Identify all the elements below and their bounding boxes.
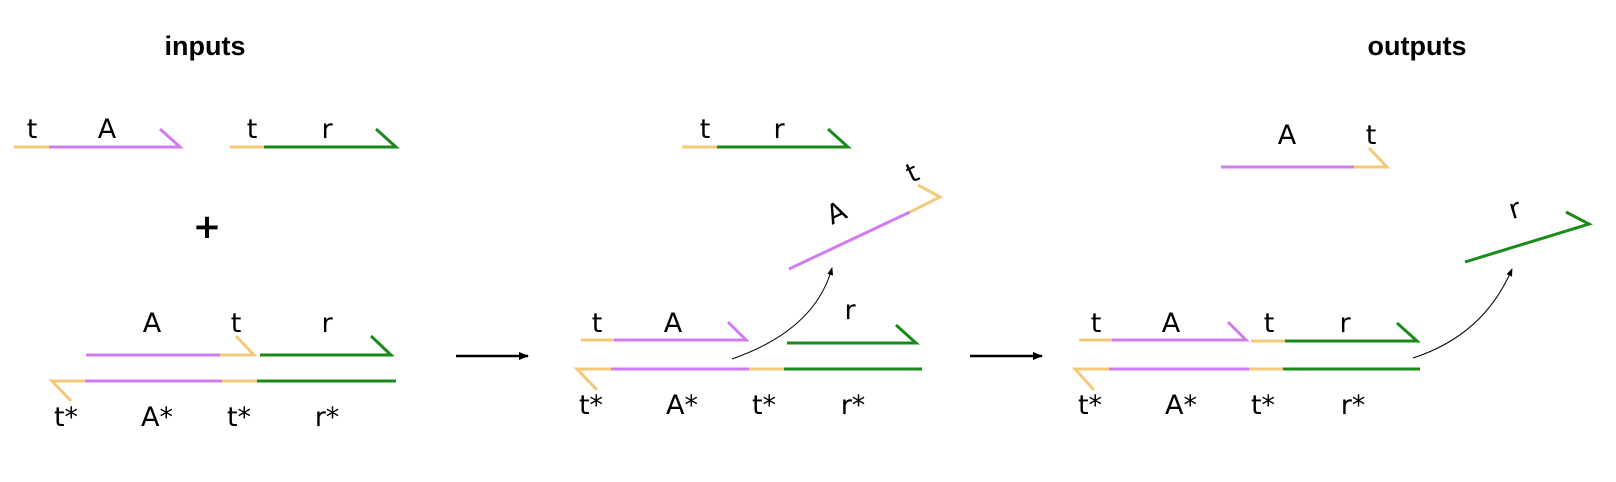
outputs-heading: outputs [1368,31,1467,61]
signal-label: A [822,195,852,231]
output-comp-label: r* [315,402,340,433]
toehold-comp-label: t* [579,390,603,421]
output-domain [787,323,920,345]
input-strand-signal: t A [14,114,184,149]
output-comp-label: r* [841,390,866,421]
output-label: r [1339,308,1351,339]
output-domain [264,127,400,149]
toehold-label: t [1366,120,1377,151]
signal-domain [788,210,911,271]
toehold-label: t [27,114,38,145]
input-gate-complex: A t r t* A* t* r* [48,308,396,433]
inputs-heading: inputs [165,31,246,61]
toehold-domain [220,334,258,357]
output-label: r [844,295,856,326]
toehold-comp-label: t* [1251,390,1275,421]
signal-label: A [1162,308,1181,339]
output-domain [260,334,395,357]
toehold-label: t [700,114,711,145]
signal-comp-label: A* [666,390,698,421]
toehold-comp-label: t* [1078,390,1102,421]
toehold-label: t [1091,308,1102,339]
signal-domain [1112,320,1250,342]
intermediate-free-output-strand: t r [682,114,852,149]
toehold-domain [909,183,944,214]
intermediate-branch-strand: A t [788,157,944,271]
signal-label: A [98,114,117,145]
toehold-label: t [592,308,603,339]
signal-label: A [664,308,683,339]
signal-domain [49,127,184,149]
signal-comp-label: A* [1165,390,1197,421]
signal-label: A [1278,120,1297,151]
output-domain [1285,321,1421,343]
output-gate-complex: t A t r t* A* t* r* [1071,308,1421,421]
output-label: r [773,114,785,145]
signal-comp-label: A* [141,402,173,433]
toehold-domain [1354,146,1391,169]
toehold-comp-label: t* [227,402,251,433]
plus-operator: + [193,207,222,247]
output-label: r [1505,193,1526,226]
toehold-comp-domain [48,379,85,403]
input-strand-output: t r [230,114,400,149]
toehold-comp-label: t* [752,390,776,421]
intermediate-gate-complex: t A r t* A* t* r* [573,295,922,421]
output-comp-label: r* [1341,390,1366,421]
output-domain [1464,210,1593,264]
toehold-label: t [1264,308,1275,339]
curved-arrow-icon [1412,268,1513,359]
released-output-strand: r [1464,193,1593,264]
signal-domain [614,320,750,342]
toehold-comp-domain [573,367,611,392]
toehold-comp-domain [1071,367,1109,392]
toehold-comp-label: t* [54,402,78,433]
toehold-label: t [231,308,242,339]
output-waste-strand: A t [1221,120,1391,169]
signal-label: A [143,308,162,339]
toehold-label: t [247,114,258,145]
output-label: r [321,114,333,145]
output-domain [717,127,852,149]
curved-arrow-icon [731,267,834,360]
output-label: r [321,308,333,339]
toehold-label: t [901,157,924,190]
